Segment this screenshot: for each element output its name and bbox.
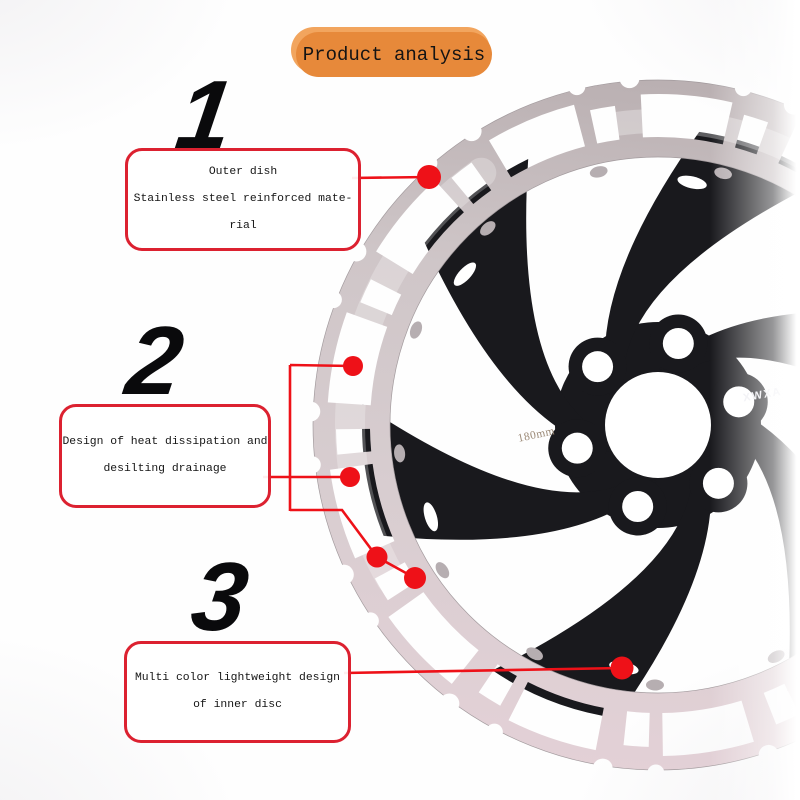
callout-dot-2c [366, 546, 388, 568]
callout-dot-2b [340, 467, 360, 487]
callout-box-3-line-1: Multi color lightweight design [134, 672, 341, 684]
callout-dot-2a [343, 356, 363, 376]
callout-box-heat-dissipation: Design of heat dissipation and desilting… [59, 404, 271, 508]
callout-dot-2d [404, 567, 426, 589]
photo-fade-overlay [710, 0, 800, 800]
banner-label: Product analysis [302, 43, 486, 66]
callout-line-3 [343, 666, 623, 675]
callout-box-1-line-3: rial [229, 220, 257, 232]
callout-line-2 [263, 363, 416, 580]
callout-3 [343, 656, 634, 680]
product-analysis-banner: Product analysis [296, 32, 492, 77]
callout-1 [351, 165, 441, 189]
callout-dot-1 [417, 165, 441, 189]
callout-box-3-line-2: of inner disc [193, 699, 282, 711]
callout-line-1 [351, 175, 430, 180]
callout-2 [263, 356, 426, 589]
callout-box-inner-disc: Multi color lightweight design of inner … [124, 641, 351, 743]
callout-box-outer-dish: Outer dish Stainless steel reinforced ma… [125, 148, 361, 251]
callout-box-1-line-1: Outer dish [208, 166, 278, 178]
callout-box-2-line-1: Design of heat dissipation and [62, 436, 268, 448]
callout-box-1-line-2: Stainless steel reinforced mate- [133, 193, 353, 205]
callout-dot-3 [610, 656, 634, 680]
callout-box-2-line-2: desilting drainage [103, 463, 227, 475]
